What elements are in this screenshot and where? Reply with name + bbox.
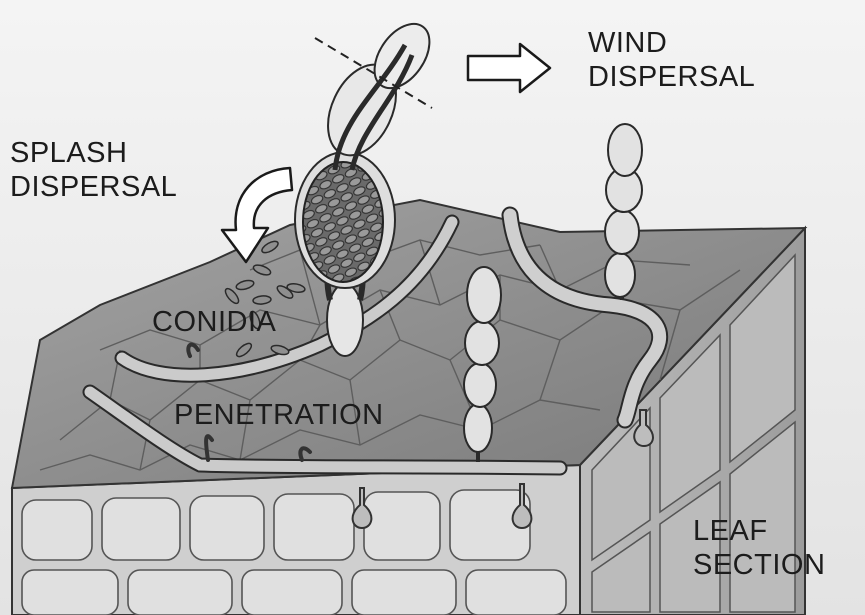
wind-dispersal-line-1: WIND xyxy=(588,26,755,60)
wind-dispersal-line-2: DISPERSAL xyxy=(588,60,755,94)
splash-dispersal-line-2: DISPERSAL xyxy=(10,170,177,204)
leaf-front-face xyxy=(12,465,580,615)
penetration-label: PENETRATION xyxy=(174,398,384,432)
leaf-section-line-1: LEAF xyxy=(693,514,825,548)
leaf-section-line-2: SECTION xyxy=(693,548,825,582)
wind-dispersal-label: WIND DISPERSAL xyxy=(588,26,755,94)
conidia-label: CONIDIA xyxy=(152,305,276,339)
splash-dispersal-line-1: SPLASH xyxy=(10,136,177,170)
leaf-section-label: LEAF SECTION xyxy=(693,514,825,582)
splash-dispersal-label: SPLASH DISPERSAL xyxy=(10,136,177,204)
